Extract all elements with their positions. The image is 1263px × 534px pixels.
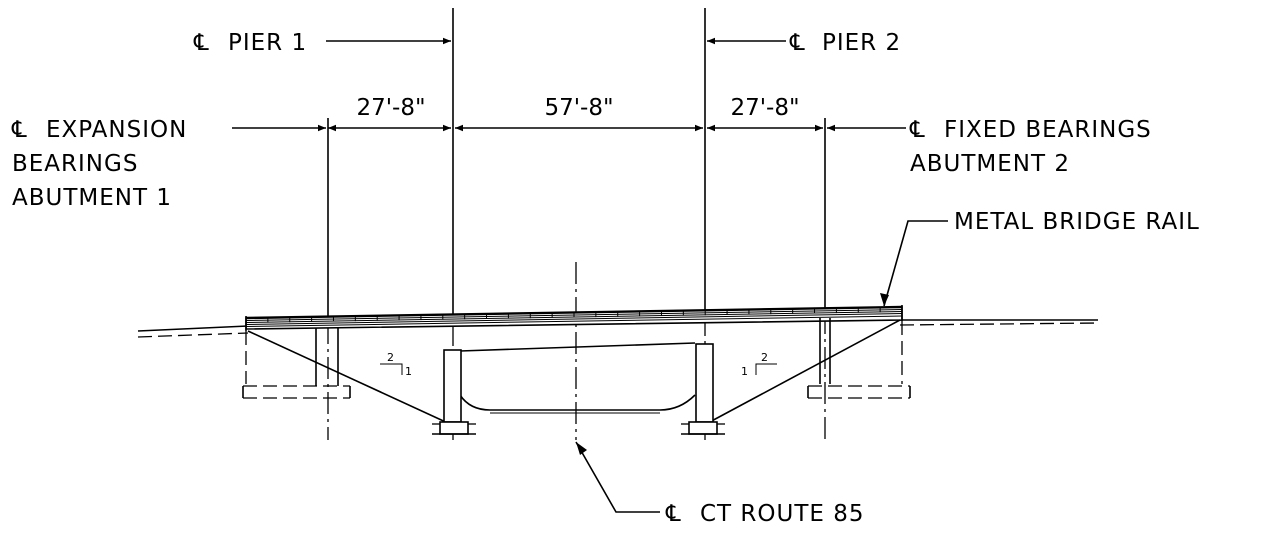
ground-left [137, 325, 249, 332]
pier1 [432, 349, 476, 435]
pier2-label: PIER 2 [822, 30, 901, 56]
pier2-footing [688, 421, 718, 435]
abutment1-label-line1: EXPANSION [46, 117, 187, 143]
dimension-line: 27'-8" 57'-8" 27'-8" [328, 95, 823, 132]
rail-posts [267, 307, 881, 323]
route-cl-symbol: ℄ [665, 501, 682, 527]
abutment1-label-line3: ABUTMENT 1 [12, 185, 172, 211]
ground [137, 319, 1099, 338]
slope-symbols: 2 1 2 1 [380, 351, 777, 378]
ground-left-dashed [137, 332, 249, 338]
pier1-footing [439, 421, 469, 435]
abutment1-cl-symbol: ℄ [11, 117, 28, 143]
right-slope-run: 1 [741, 365, 748, 378]
girder-bottom-line [459, 342, 696, 352]
pier2-cl-symbol: ℄ [789, 30, 806, 56]
route-callout: ℄ CT ROUTE 85 [575, 441, 865, 527]
right-slope-rise: 2 [761, 351, 768, 364]
left-slope [247, 330, 451, 425]
span1-label: 27'-8" [356, 95, 425, 121]
abutment2-cl-symbol: ℄ [909, 117, 926, 143]
left-slope-symbol [380, 363, 403, 375]
route-leader [575, 441, 660, 513]
centerlines [327, 8, 826, 440]
pier2-column [695, 343, 714, 423]
roadway-cut [459, 394, 696, 411]
deck-line-3 [245, 313, 903, 325]
abutment1 [242, 328, 351, 399]
pier1-column [443, 349, 462, 423]
deck-line-4 [245, 315, 903, 327]
right-slope [705, 319, 901, 425]
route-label: CT ROUTE 85 [700, 501, 865, 527]
span2-label: 57'-8" [544, 95, 613, 121]
pier1-label: PIER 1 [228, 30, 307, 56]
route-leader-arrow [576, 442, 587, 455]
left-slope-rise: 2 [387, 351, 394, 364]
top-labels: ℄ PIER 1 ℄ PIER 2 ℄ EXPANSION BEARINGS A… [11, 30, 1152, 211]
rail-callout: METAL BRIDGE RAIL [880, 209, 1200, 307]
pier2 [681, 343, 725, 435]
right-slope-symbol [755, 363, 777, 375]
rail-leader-arrow [880, 293, 889, 306]
ground-right-dashed [899, 322, 1099, 326]
rail-leader [883, 220, 948, 307]
span3-label: 27'-8" [730, 95, 799, 121]
abutment1-label-line2: BEARINGS [12, 151, 138, 177]
abutment2-label-line2: ABUTMENT 2 [910, 151, 1070, 177]
left-slope-run: 1 [405, 365, 412, 378]
abutment2-label-line1: FIXED BEARINGS [944, 117, 1152, 143]
abutment2 [807, 318, 911, 399]
embankments [247, 319, 901, 425]
deck [245, 305, 903, 331]
rail-label: METAL BRIDGE RAIL [954, 209, 1200, 235]
pier1-cl-symbol: ℄ [193, 30, 210, 56]
